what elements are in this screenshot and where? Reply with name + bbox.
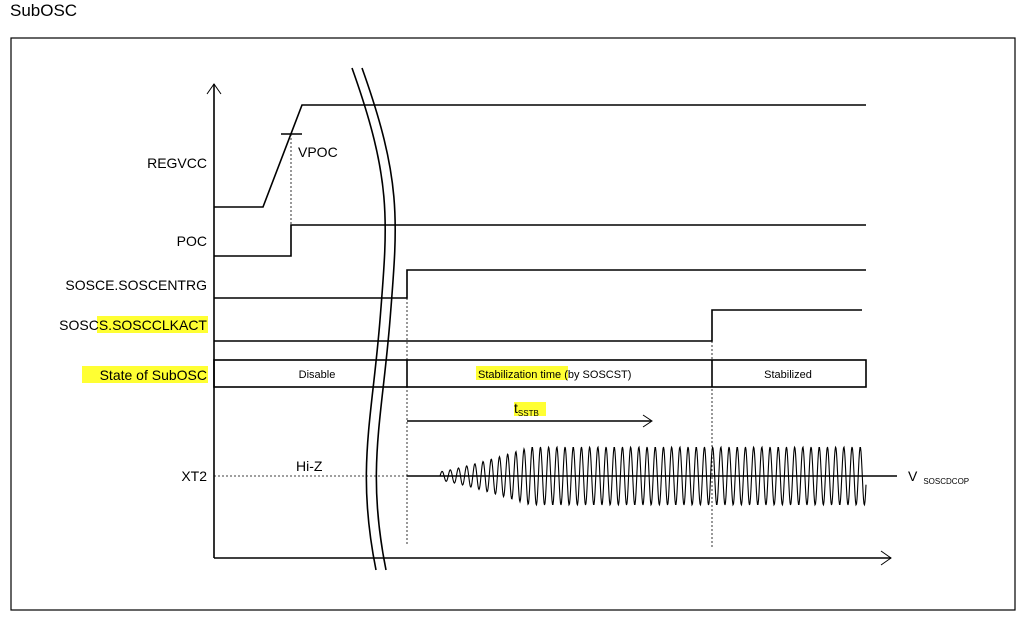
xt2-oscillation-waveform <box>439 445 867 507</box>
regvcc-waveform <box>214 104 866 208</box>
poc-label: POC <box>177 233 207 249</box>
soscentrg-waveform <box>214 269 866 299</box>
tsstb-arrow-head-icon <box>642 414 653 428</box>
vpoc-label: VPOC <box>298 144 338 160</box>
tsstb-sub: SSTB <box>518 409 539 418</box>
state-stabilized: Stabilized <box>764 369 812 381</box>
stab-name: Stabilization time <box>478 369 561 381</box>
sosclkact-highlight <box>97 316 208 333</box>
regvcc-label: REGVCC <box>147 155 207 171</box>
state-stabilization: Stabilization time (by SOSCST) <box>478 369 631 381</box>
y-axis-arrow-icon <box>206 83 222 95</box>
vsoscdcop-label: V SOSCDCOP <box>908 468 969 486</box>
sosclkact-prefix: SOSCS. <box>59 317 112 333</box>
state-bus <box>213 359 867 388</box>
state-highlight <box>82 366 208 383</box>
sosclkact-label: SOSCS.SOSCCLKACT <box>59 317 207 333</box>
time-break-left <box>351 67 387 571</box>
hiz-label: Hi-Z <box>296 458 323 474</box>
diagram-frame <box>10 37 1016 611</box>
page-title: SubOSC <box>10 1 78 20</box>
sosclkact-waveform <box>214 309 862 342</box>
xt2-label: XT2 <box>181 468 207 484</box>
x-axis-arrow-icon <box>880 550 892 566</box>
vsoscdcop-main: V <box>908 468 918 484</box>
time-break-right <box>361 67 397 571</box>
state-disable: Disable <box>299 369 336 381</box>
poc-waveform <box>214 224 866 257</box>
vsoscdcop-sub: SOSCDCOP <box>923 477 969 486</box>
state-label: State of SubOSC <box>100 367 207 383</box>
soscentrg-label: SOSCE.SOSCENTRG <box>65 277 207 293</box>
sosclkact-name: SOSCCLKACT <box>112 317 207 333</box>
tsstb-label: tSSTB <box>514 400 539 418</box>
tsstb-main: t <box>514 400 518 416</box>
tsstb-highlight <box>514 402 546 416</box>
stab-highlight <box>476 366 568 380</box>
stab-suffix: (by SOSCST) <box>561 369 631 381</box>
